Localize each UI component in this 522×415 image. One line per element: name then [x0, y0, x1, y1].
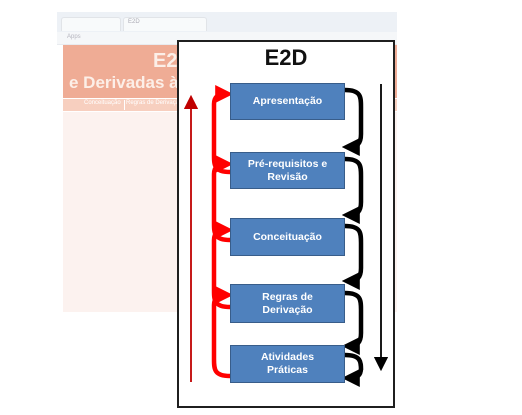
browser-tab[interactable]: E2D: [123, 17, 207, 31]
forward-arrow: [341, 352, 364, 387]
site-nav-item[interactable]: Conceituação: [81, 100, 125, 110]
step-label-line-1: Regras de: [262, 290, 313, 303]
step-label-line-1: Pré-requisitos e: [247, 157, 328, 170]
step-label: Apresentação: [252, 95, 323, 107]
step-atividades-praticas[interactable]: Atividades Práticas: [230, 345, 345, 383]
forward-arrow: [341, 223, 364, 290]
browser-tab-label: E2D: [128, 19, 140, 25]
diagram-title: E2D: [264, 45, 308, 70]
step-pre-requisitos-revisao[interactable]: Pré-requisitos e Revisão: [230, 152, 345, 189]
backward-arrow: [211, 221, 234, 310]
flow-arrows: [183, 84, 389, 387]
backward-arrow: [211, 286, 234, 379]
step-apresentacao[interactable]: Apresentação: [230, 83, 345, 120]
site-banner-subtitle: e Derivadas à: [69, 73, 179, 92]
forward-arrow: [341, 156, 364, 224]
step-label-line-2: Práticas: [267, 364, 308, 376]
backward-arrow: [211, 85, 234, 175]
forward-arrow: [341, 290, 364, 355]
step-label-line-2: Revisão: [267, 170, 308, 183]
e2d-flow-diagram: E2D Aprese: [177, 40, 395, 408]
step-regras-de-derivacao[interactable]: Regras de Derivação: [230, 284, 345, 323]
step-conceituacao[interactable]: Conceituação: [230, 218, 345, 256]
forward-arrow: [341, 87, 364, 156]
browser-tab-bar: E2D: [57, 12, 397, 33]
step-label-line-2: Derivação: [262, 303, 313, 316]
apps-bookmark[interactable]: Apps: [67, 34, 81, 40]
step-label-line-1: Atividades: [260, 351, 315, 363]
step-label: Conceituação: [253, 230, 322, 243]
browser-tab[interactable]: [61, 17, 121, 31]
